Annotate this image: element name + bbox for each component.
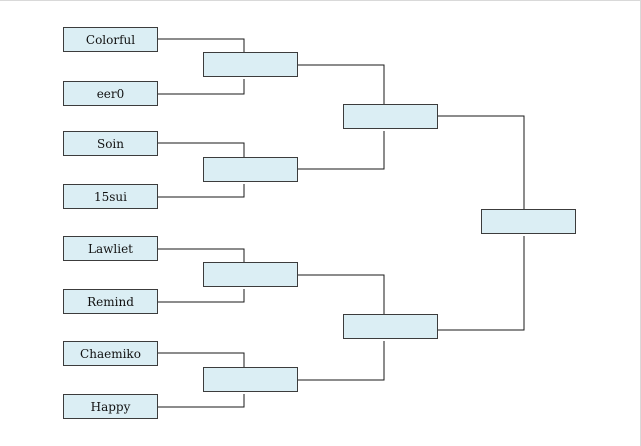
quarterfinal-slot-4 (203, 367, 298, 392)
connector-line (438, 236, 525, 331)
connector-line (158, 79, 245, 95)
round1-slot-1: Colorful (63, 27, 158, 52)
connector-line (158, 142, 245, 157)
quarterfinal-slot-1 (203, 52, 298, 77)
connector-line (158, 394, 245, 408)
connector-line (158, 352, 245, 367)
round1-slot-5: Lawliet (63, 236, 158, 261)
connector-line (158, 184, 245, 198)
round1-slot-8: Happy (63, 394, 158, 419)
connector-line (158, 289, 245, 303)
round1-slot-7: Chaemiko (63, 341, 158, 366)
connector-line (438, 115, 525, 209)
connector-line (298, 274, 385, 314)
semifinal-slot-1 (343, 104, 438, 129)
quarterfinal-slot-3 (203, 262, 298, 287)
round1-slot-4: 15sui (63, 184, 158, 209)
quarterfinal-slot-2 (203, 157, 298, 182)
round1-slot-3: Soin (63, 131, 158, 156)
connector-line (298, 131, 385, 170)
round1-slot-6: Remind (63, 289, 158, 314)
final-slot (481, 209, 576, 234)
connector-line (158, 38, 245, 52)
connector-line (298, 341, 385, 381)
connector-line (158, 248, 245, 262)
round1-slot-2: eer0 (63, 81, 158, 106)
semifinal-slot-2 (343, 314, 438, 339)
connector-line (298, 64, 385, 104)
